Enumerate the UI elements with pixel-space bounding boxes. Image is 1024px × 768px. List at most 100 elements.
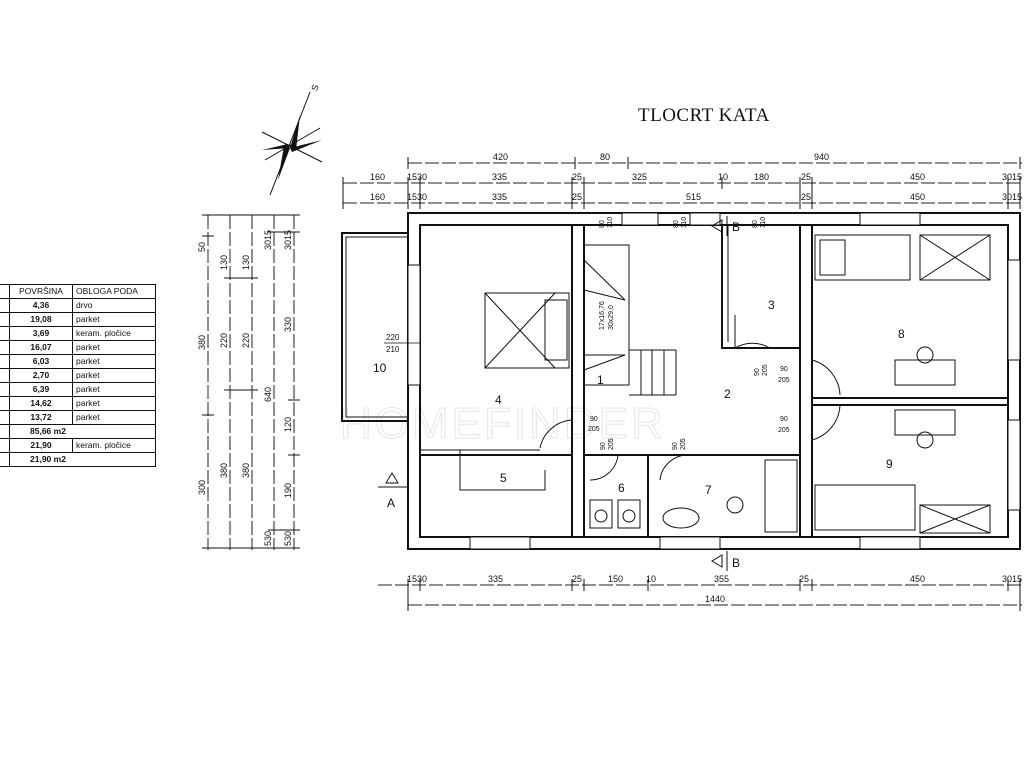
north-label: S — [309, 83, 320, 92]
dim-label: 160 — [370, 192, 385, 202]
balcony-door-width: 220 — [386, 333, 400, 342]
dim-label: 25 — [572, 192, 582, 202]
room-number: 10 — [373, 361, 387, 375]
dim-label: 220 — [219, 333, 229, 348]
dim-label: 25 — [801, 192, 811, 202]
dim-label: 130 — [219, 255, 229, 270]
walls — [407, 212, 1021, 550]
dim-label: 10 — [718, 172, 728, 182]
dim-label: 160 — [370, 172, 385, 182]
door-height: 205 — [608, 438, 615, 450]
dim-label: 25 — [572, 574, 582, 584]
room-number: 9 — [886, 457, 893, 471]
dim-label: 640 — [263, 387, 273, 402]
dim-label: 325 — [632, 172, 647, 182]
left-dimensions: 50 380 300 130 220 380 130 220 380 3015 … — [197, 230, 293, 546]
opening-labels: 220 210 90 205 90 205 90 205 90 205 90 2… — [384, 217, 790, 450]
window-height: 110 — [607, 217, 614, 228]
doors — [539, 315, 841, 481]
bed — [814, 484, 916, 531]
dim-label: 190 — [283, 483, 293, 498]
dim-label: 450 — [910, 172, 925, 182]
desk — [894, 359, 956, 386]
furniture — [459, 234, 991, 534]
section-b-label: B — [732, 220, 740, 234]
dim-label: 450 — [910, 574, 925, 584]
dim-label: 335 — [492, 172, 507, 182]
door-width: 90 — [754, 368, 761, 376]
door-width: 90 — [780, 416, 788, 423]
balcony — [341, 232, 409, 422]
dim-label: 25 — [572, 172, 582, 182]
dim-label: 1440 — [705, 594, 725, 604]
balcony-total-cell: 21,90 m2 — [9, 452, 156, 467]
dim-label: 1530 — [407, 574, 427, 584]
window-height: 110 — [760, 217, 767, 228]
dim-label: 335 — [488, 574, 503, 584]
bottom-dimensions: 1530 335 25 150 10 355 25 450 3015 1440 — [407, 574, 1022, 604]
dim-label: 355 — [714, 574, 729, 584]
bathtub — [764, 459, 798, 533]
door-height: 205 — [778, 377, 790, 384]
dim-label: 1530 — [407, 192, 427, 202]
dim-label: 1530 — [407, 172, 427, 182]
dim-label: 3015 — [1002, 574, 1022, 584]
dim-label: 50 — [197, 242, 207, 252]
dim-label: 380 — [241, 463, 251, 478]
door-width: 90 — [780, 366, 788, 373]
dim-label: 380 — [219, 463, 229, 478]
room-number: 1 — [597, 373, 604, 387]
dimension-lines — [202, 157, 1022, 611]
door-height: 205 — [762, 364, 769, 376]
dryer — [617, 499, 641, 529]
dim-label: 120 — [283, 417, 293, 432]
watermark: HOMEFINDER — [340, 399, 666, 448]
section-a-label: A — [387, 496, 395, 510]
door-height: 205 — [680, 438, 687, 450]
stair-label: 17x16,76 — [599, 301, 606, 330]
dim-label: 3015 — [263, 230, 273, 250]
room-number: 8 — [898, 327, 905, 341]
room-labels: 1 2 3 4 5 6 7 8 9 10 — [373, 298, 905, 497]
dim-label: 530 — [263, 531, 273, 546]
section-b-label: B — [732, 556, 740, 570]
dim-label: 450 — [910, 192, 925, 202]
dim-label: 25 — [799, 574, 809, 584]
page-title: TLOCRT KATA — [638, 105, 770, 126]
window-width: 80 — [752, 220, 759, 228]
room-number: 4 — [495, 393, 502, 407]
dim-label: 130 — [241, 255, 251, 270]
toilet — [726, 496, 744, 514]
desk — [894, 409, 956, 436]
door-height: 205 — [588, 426, 600, 433]
sink — [662, 507, 700, 529]
dim-label: 420 — [493, 152, 508, 162]
dim-label: 335 — [492, 192, 507, 202]
dim-label: 380 — [197, 335, 207, 350]
door-height: 205 — [778, 427, 790, 434]
dim-label: 80 — [600, 152, 610, 162]
bed — [814, 234, 911, 281]
room-number: 5 — [500, 471, 507, 485]
dim-label: 530 — [283, 531, 293, 546]
top-dimensions: 420 80 940 160 1530 335 25 325 10 180 25… — [370, 152, 1022, 202]
double-bed — [484, 292, 570, 369]
dim-label: 940 — [814, 152, 829, 162]
door-width: 90 — [600, 442, 607, 450]
dim-label: 25 — [801, 172, 811, 182]
balcony-door-height: 210 — [386, 345, 400, 354]
window-width: 80 — [673, 220, 680, 228]
north-arrow-icon — [261, 91, 323, 196]
room-number: 2 — [724, 387, 731, 401]
window-height: 110 — [681, 217, 688, 228]
room-number: 7 — [705, 483, 712, 497]
dim-label: 330 — [283, 317, 293, 332]
dim-label: 3015 — [283, 230, 293, 250]
window-width: 80 — [599, 220, 606, 228]
staircase — [583, 244, 677, 396]
dim-label: 3015 — [1002, 172, 1022, 182]
dim-label: 10 — [646, 574, 656, 584]
washer — [589, 499, 613, 529]
